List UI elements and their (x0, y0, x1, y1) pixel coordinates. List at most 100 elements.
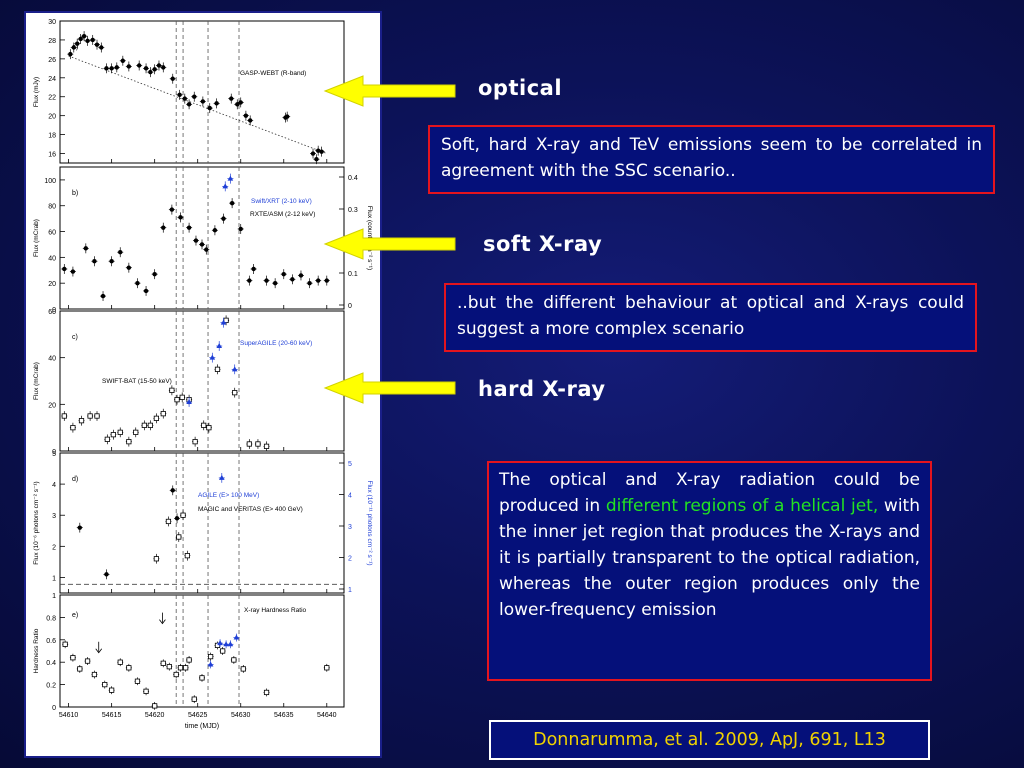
panel-4-series-0-point-7 (117, 659, 123, 665)
panel-4-series-0-point-18 (191, 696, 197, 702)
panel-1-series-0-point-2 (83, 246, 89, 251)
panel-1-series-0-point-22 (247, 278, 252, 283)
panel-4-series-0-point-4 (91, 671, 98, 678)
panel-0-series-0-point-22 (182, 96, 187, 101)
panel-4-series-0-point-16 (183, 665, 189, 671)
panel-4-series-0-point-11 (152, 703, 158, 709)
panel-3-ylabel-right: Flux (10⁻¹¹ photons cm⁻² s⁻¹) (366, 480, 373, 565)
panel-0-series-0-point-29 (235, 102, 240, 107)
text-box-ssc-correlation: Soft, hard X-ray and TeV emissions seem … (428, 125, 995, 194)
panel-4-series-0-point-9 (134, 678, 141, 684)
panel-2-series-1-point-1 (209, 354, 216, 360)
panel-3-yticklabel-right-1: 2 (348, 556, 352, 563)
panel-4-series-0-point-25 (263, 689, 270, 696)
panel-1-series-0-point-25 (272, 280, 278, 286)
panel-1-series-0-point-29 (307, 280, 312, 286)
panel-1-series-0-point-18 (212, 228, 218, 233)
panel-4-series-0-point-17 (186, 657, 192, 663)
panel-4-yticklabel-0.4: 0.4 (46, 660, 56, 667)
panel-3-series-1-point-3 (174, 516, 180, 521)
panel-3-yticklabel-right-0: 1 (348, 587, 352, 594)
panel-1-ylabel: Flux (mCrab) (33, 219, 40, 257)
panel-1-series-0-point-7 (126, 265, 132, 270)
panel-0-series-0-point-16 (148, 69, 153, 75)
xticklabel-54620: 54620 (145, 712, 165, 719)
panel-2-series-0-point-26 (263, 443, 270, 449)
panel-4-series-0-point-24 (240, 666, 246, 672)
panel-4-series-0-point-5 (102, 682, 108, 688)
panel-3-yticklabel-right-3: 4 (348, 493, 352, 500)
panel-3-letter: d) (72, 476, 78, 483)
panel-3-ylabel: Flux (10⁻⁶ photons cm⁻² s⁻¹) (33, 481, 40, 564)
panel-frame-4 (59, 594, 345, 708)
label-agile: AGILE (E> 100 MeV) (198, 492, 259, 499)
panel-1-series-0-point-5 (109, 259, 114, 264)
panel-0-series-0-point-9 (104, 66, 109, 71)
panel-1-series-0-point-1 (70, 269, 76, 274)
panel-0-series-0-point-3 (78, 36, 83, 42)
panel-1-series-0-point-3 (92, 259, 97, 264)
label-optical: optical (478, 76, 563, 100)
panel-frame-0 (59, 20, 345, 164)
panel-4-series-0-point-26 (324, 665, 330, 671)
panel-0-ylabel: Flux (mJy) (33, 77, 40, 107)
panel-2-series-0-point-7 (117, 429, 123, 435)
panel-1-series-0-point-19 (221, 216, 226, 221)
panel-1-series-0-point-16 (199, 242, 205, 247)
panel-2-series-0-point-5 (104, 436, 110, 442)
panel-3-series-2-point-0 (218, 474, 225, 480)
panel-2-yticklabel-40: 40 (48, 356, 56, 363)
panel-2-ylabel: Flux (mCrab) (33, 362, 40, 400)
panel-0-series-0-point-20 (170, 76, 175, 81)
panel-4-yticklabel-0.2: 0.2 (46, 683, 56, 690)
panel-1-series-0-point-8 (135, 280, 140, 286)
panel-1-yticklabel-80: 80 (48, 204, 56, 211)
label-magic-veritas: MAGIC and VERITAS (E> 400 GeV) (198, 506, 303, 513)
panel-2-series-0-point-15 (174, 397, 180, 403)
panel-2-letter: c) (72, 334, 78, 341)
panel-4-series-0-point-10 (143, 688, 149, 694)
panel-2-series-0-point-0 (61, 413, 67, 419)
panel-4-series-1-point-3 (227, 641, 234, 647)
label-soft-xray: soft X-ray (483, 232, 603, 256)
panel-1-series-0-point-23 (251, 266, 256, 272)
panel-4-ylabel: Hardness Ratio (33, 628, 40, 673)
panel-4-series-0-point-14 (173, 671, 179, 678)
label-gasp-webt: GASP-WEBT (R-band) (240, 70, 306, 77)
panel-3-yticklabel-5: 5 (52, 451, 56, 458)
panel-2-series-1-point-4 (231, 366, 238, 372)
xticklabel-54635: 54635 (274, 712, 294, 719)
panel-0-series-0-point-18 (156, 63, 162, 68)
label-swift-xrt: Swift/XRT (2-10 keV) (251, 198, 312, 205)
panel-1-yticklabel-40: 40 (48, 255, 56, 262)
panel-3-yticklabel-1: 1 (52, 575, 56, 582)
panel-2-series-0-point-20 (206, 425, 212, 431)
panel-2-yticklabel-60: 60 (48, 309, 56, 316)
panel-1-series-0-point-0 (62, 266, 67, 272)
panel-0-series-0-point-0 (68, 51, 73, 57)
panel-2-series-0-point-11 (147, 422, 153, 428)
panel-0-series-0-point-36 (314, 157, 319, 162)
panel-0-series-0-point-5 (85, 38, 90, 44)
panel-2-series-0-point-8 (126, 439, 132, 445)
helical-jet-text-2: with the inner jet region that produces … (499, 496, 920, 620)
panel-0-series-0-point-17 (152, 67, 157, 72)
panel-0-series-0-point-1 (71, 45, 76, 50)
panel-1-series-0-point-31 (324, 278, 329, 283)
panel-3-series-1-point-0 (77, 525, 82, 530)
label-swift-bat: SWIFT-BAT (15-50 keV) (102, 378, 172, 385)
panel-4-series-0-point-3 (84, 658, 91, 664)
panel-2-series-0-point-1 (70, 425, 76, 431)
panel-0-series-0-point-25 (200, 99, 206, 104)
panel-0-series-0-point-35 (310, 151, 316, 156)
panel-1-yticklabel-60: 60 (48, 230, 56, 237)
panel-0-series-0-point-32 (247, 118, 253, 123)
panel-2-series-1-point-0 (186, 399, 192, 404)
panel-1-series-0-point-20 (229, 200, 235, 206)
panel-2-series-0-point-14 (169, 387, 175, 393)
panel-1-series-0-point-13 (178, 215, 183, 220)
panel-2-yticklabel-20: 20 (48, 402, 56, 409)
panel-2-series-0-point-21 (214, 366, 221, 372)
panel-4-series-0-point-8 (126, 665, 132, 671)
panel-1-series-0-point-10 (152, 271, 157, 277)
